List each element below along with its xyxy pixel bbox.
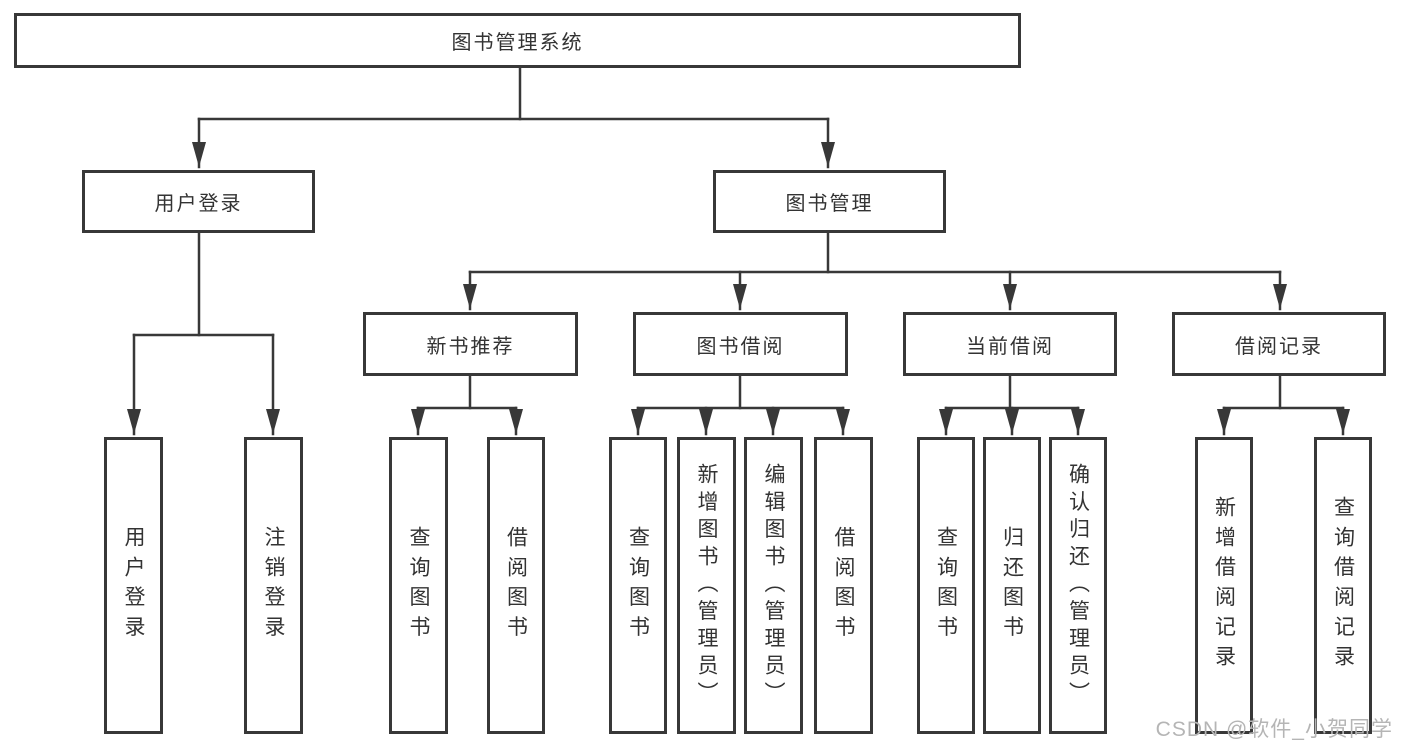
leaf-add-borrow-record: 新增借阅记录: [1195, 437, 1253, 734]
node-borrow-records: 借阅记录: [1172, 312, 1386, 376]
leaf-query-books-borrow: 查询图书: [609, 437, 667, 734]
node-user-login-label: 用户登录: [154, 193, 243, 215]
leaf-user-login: 用户登录: [104, 437, 163, 734]
leaf-borrow-books-label: 借阅图书: [832, 525, 856, 646]
connector-book-management: [463, 231, 1287, 311]
node-book-management: 图书管理: [713, 170, 946, 233]
leaf-query-books-recommend-label: 查询图书: [407, 525, 431, 646]
node-book-borrow-label: 图书借阅: [696, 335, 785, 358]
node-book-management-label: 图书管理: [785, 193, 874, 215]
leaf-add-book-admin: 新增图书（管理员）: [677, 437, 736, 734]
leaf-query-borrow-record-label: 查询借阅记录: [1331, 496, 1355, 675]
leaf-confirm-return-admin-label: 确认归还（管理员）: [1066, 462, 1090, 709]
leaf-query-books-borrow-label: 查询图书: [626, 525, 650, 646]
node-user-login: 用户登录: [82, 170, 315, 233]
leaf-logout-label: 注销登录: [262, 525, 286, 646]
leaf-add-book-admin-label: 新增图书（管理员）: [695, 462, 719, 709]
leaf-return-book: 归还图书: [983, 437, 1041, 734]
leaf-user-login-label: 用户登录: [122, 525, 146, 646]
node-root-system: 图书管理系统: [14, 13, 1021, 68]
leaf-query-books-current: 查询图书: [917, 437, 975, 734]
node-book-borrow: 图书借阅: [633, 312, 848, 376]
leaf-borrow-books-recommend-label: 借阅图书: [504, 525, 528, 646]
leaf-query-borrow-record: 查询借阅记录: [1314, 437, 1372, 734]
connector-current-borrow: [939, 374, 1085, 436]
node-root-system-label: 图书管理系统: [451, 32, 584, 54]
node-new-book-recommend-label: 新书推荐: [426, 335, 515, 358]
leaf-edit-book-admin: 编辑图书（管理员）: [744, 437, 803, 734]
node-current-borrow: 当前借阅: [903, 312, 1117, 376]
node-new-book-recommend: 新书推荐: [363, 312, 578, 376]
node-borrow-records-label: 借阅记录: [1235, 335, 1323, 358]
connector-borrow-records: [1217, 374, 1350, 436]
leaf-borrow-books: 借阅图书: [814, 437, 873, 734]
leaf-logout: 注销登录: [244, 437, 303, 734]
leaf-edit-book-admin-label: 编辑图书（管理员）: [762, 462, 786, 709]
leaf-confirm-return-admin: 确认归还（管理员）: [1049, 437, 1107, 734]
leaf-return-book-label: 归还图书: [1000, 525, 1024, 646]
leaf-borrow-books-recommend: 借阅图书: [487, 437, 545, 734]
connector-user-login: [127, 231, 280, 436]
csdn-watermark: CSDN @软件_小贺同学: [1155, 718, 1393, 741]
connector-root: [192, 66, 835, 169]
leaf-query-books-recommend: 查询图书: [389, 437, 448, 734]
connector-new-book-recommend: [411, 374, 523, 436]
leaf-query-books-current-label: 查询图书: [934, 525, 958, 646]
node-current-borrow-label: 当前借阅: [966, 335, 1054, 358]
leaf-add-borrow-record-label: 新增借阅记录: [1212, 496, 1236, 675]
connector-book-borrow: [631, 374, 850, 436]
